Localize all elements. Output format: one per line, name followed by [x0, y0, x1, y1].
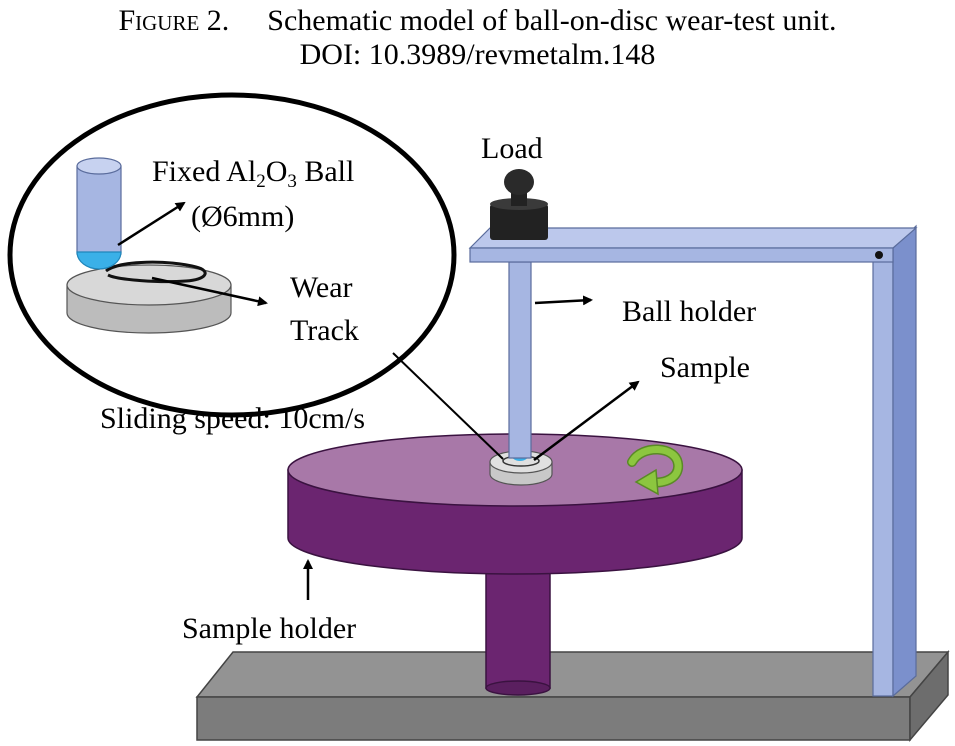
spindle [485, 567, 551, 696]
fixed-ball-label: Fixed Al2O3 Ball [152, 155, 354, 192]
caption-doi: DOI: 10.3989/revmetalm.148 [299, 38, 656, 71]
ball-holder-arrow [534, 295, 593, 306]
sample-holder-label: Sample holder [182, 612, 356, 645]
base-plate-top [195, 651, 950, 698]
load-label: Load [481, 132, 543, 165]
inset-outline [7, 92, 457, 418]
wear-label: Wear [290, 271, 353, 304]
track-label: Track [290, 314, 359, 347]
figure-caption: Figure 2. Schematic model of ball-on-disc… [0, 0, 955, 72]
ball-diameter-label: (Ø6mm) [191, 200, 294, 233]
sample-label: Sample [660, 351, 750, 384]
ball-holder-label: Ball holder [622, 295, 756, 328]
caption-title: Schematic model of ball-on-disc wear-tes… [267, 4, 837, 37]
magnified-inset [7, 92, 457, 418]
inset-leader-line [392, 352, 504, 460]
base-plate [195, 649, 950, 743]
sample [489, 450, 553, 486]
ball-pointer-arrow [117, 201, 186, 247]
sliding-speed-label: Sliding speed: 10cm/s [100, 402, 365, 435]
rotation-arrow [627, 444, 684, 496]
sample-arrow [533, 380, 640, 461]
figure-label: Figure 2. [118, 4, 230, 37]
horizontal-arm [468, 227, 918, 263]
load-weight [490, 169, 548, 240]
caption-title-line: Figure 2. Schematic model of ball-on-disc… [0, 4, 955, 38]
base-plate-side [909, 649, 949, 743]
base-plate-front [196, 696, 911, 741]
ball-holder-rod [508, 261, 532, 459]
wear-track-pointer-arrow [151, 276, 268, 307]
support-column [872, 224, 917, 698]
